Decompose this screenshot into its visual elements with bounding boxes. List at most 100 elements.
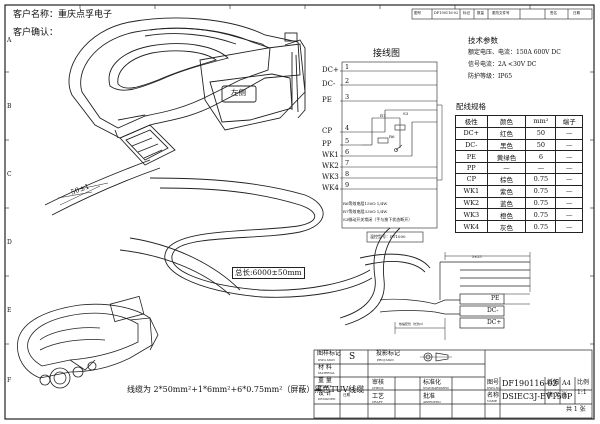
customer-name: 重庆点孚电子 xyxy=(58,10,113,20)
tb-paper-label: 纸幅 xyxy=(547,379,560,386)
cell: — xyxy=(555,150,583,164)
label-r6: R6 xyxy=(389,134,395,139)
tb-weight-sub: WEIGHT xyxy=(318,384,332,388)
pin-number: 9 xyxy=(345,181,350,189)
cell: — xyxy=(555,138,583,152)
cell: 灰色 xyxy=(486,220,527,233)
cell: WK3 xyxy=(455,208,488,222)
tb-projection-label: 投影标记 xyxy=(376,350,401,357)
pin-number: 2 xyxy=(345,77,350,85)
pin-number: 8 xyxy=(345,170,350,178)
cell: — xyxy=(555,208,583,222)
tb-design-date: 日期 xyxy=(343,393,350,397)
cable-description: 线缆为 2*50mm²+1*6mm²+6*0.75mm²（屏蔽）黑色TUV线缆 xyxy=(127,385,365,394)
label-r7: R7 xyxy=(380,113,386,118)
tb-scale-label: 比例 xyxy=(577,379,590,386)
cell: PP xyxy=(455,162,488,174)
note-s3: S3微动开关常闭（手与按下状态断开） xyxy=(343,217,413,222)
cell: — xyxy=(486,162,527,174)
zone-ticks xyxy=(5,5,594,345)
tb-check-label: 审核 xyxy=(372,379,385,386)
connector-main-drawing xyxy=(44,17,306,216)
cell: 紫色 xyxy=(486,184,527,198)
tb-weight-label: 重 量 xyxy=(318,377,332,384)
cell: — xyxy=(555,184,583,198)
tb-name-label: 名称 xyxy=(487,392,500,399)
tb-projection-sub: PROJ.SIGN xyxy=(377,358,394,362)
pin-label: CP xyxy=(322,127,333,135)
strip-qty: 数量 xyxy=(477,11,484,15)
side-label: 左侧 xyxy=(231,88,246,97)
zone-letter: D xyxy=(7,239,12,246)
cell: — xyxy=(555,172,583,186)
pin-label: WK4 xyxy=(322,184,339,192)
tb-process-sub: CRAFT xyxy=(372,400,383,404)
pin-label: PP xyxy=(322,140,332,148)
cell: DC+ xyxy=(455,126,488,140)
pin-label: DC- xyxy=(322,80,336,88)
cell: 棕色 xyxy=(486,172,527,186)
strip-drawing-no: DF190116-02 xyxy=(434,11,459,15)
strip-sign: 签名 xyxy=(550,11,557,15)
cell: PE xyxy=(455,150,488,164)
tb-std-sub: STANDARDIZED xyxy=(423,386,449,390)
tb-paper: A4 xyxy=(562,379,571,387)
cell: WK1 xyxy=(455,184,488,198)
pin-number: 7 xyxy=(345,159,350,167)
wiring-diagram xyxy=(340,61,443,243)
tb-drawing-no: DF190116-02 xyxy=(502,379,558,388)
cell: — xyxy=(525,162,557,174)
header-terminal: 端子 xyxy=(555,115,583,128)
pin-number: 6 xyxy=(345,148,350,156)
wiring-title: 接线图 xyxy=(373,49,401,59)
revision-strip xyxy=(411,8,593,20)
cell: — xyxy=(555,162,583,174)
cell: 黑色 xyxy=(486,138,527,152)
tb-design-sub: DESIGNED xyxy=(318,397,336,401)
cell: 0.75 xyxy=(525,172,557,186)
tb-drawing-no-sub: DWG.NO. xyxy=(487,386,502,390)
tb-name-sub: NAME xyxy=(487,399,498,403)
pin-label: WK3 xyxy=(322,173,339,181)
strip-note: 热缩套管（长约2） xyxy=(399,322,425,326)
cell: — xyxy=(555,220,583,233)
tb-drawing-no-label: 图号 xyxy=(487,379,500,386)
tech-rated: 额定电压、电流：150A 600V DC xyxy=(468,49,561,56)
cell: 橙色 xyxy=(486,208,527,222)
tech-protection: 防护等级：IP65 xyxy=(468,73,513,80)
tb-process-label: 工艺 xyxy=(372,393,385,400)
tb-name: DSIEC3J-EV150P xyxy=(502,392,573,401)
cell: WK2 xyxy=(455,196,488,210)
customer-confirm-label: 客户确认： xyxy=(13,28,59,38)
tb-design-label: 设 计 xyxy=(318,390,332,397)
cell: — xyxy=(555,196,583,210)
cell: 蓝色 xyxy=(486,196,527,210)
drawing-border xyxy=(4,4,595,420)
tb-sheets: 共 1 张 xyxy=(566,406,586,413)
config-title: 配线规格 xyxy=(456,102,486,111)
cell: DC- xyxy=(455,138,488,152)
tb-approve-label: 批准 xyxy=(423,393,436,400)
header-mm2: mm² xyxy=(525,115,557,128)
strip-drawing-no-label: 图号 xyxy=(414,11,421,15)
tb-sheet: 第 X 张 xyxy=(547,392,568,399)
cell: 50 xyxy=(525,126,557,140)
header-color: 颜色 xyxy=(486,115,527,128)
zone-letter: A xyxy=(7,37,12,44)
tb-drawing-mark-label: 图样标记 xyxy=(317,350,342,357)
cell: 红色 xyxy=(486,126,527,140)
tb-scale: 1:1 xyxy=(577,389,587,396)
cell: 0.75 xyxy=(525,184,557,198)
header-polarity: 极性 xyxy=(455,115,488,128)
cell: 0.75 xyxy=(525,196,557,210)
tb-approve-sub: APPROVED xyxy=(423,400,441,404)
pin-number: 3 xyxy=(345,93,350,101)
zone-letter: C xyxy=(7,171,12,178)
